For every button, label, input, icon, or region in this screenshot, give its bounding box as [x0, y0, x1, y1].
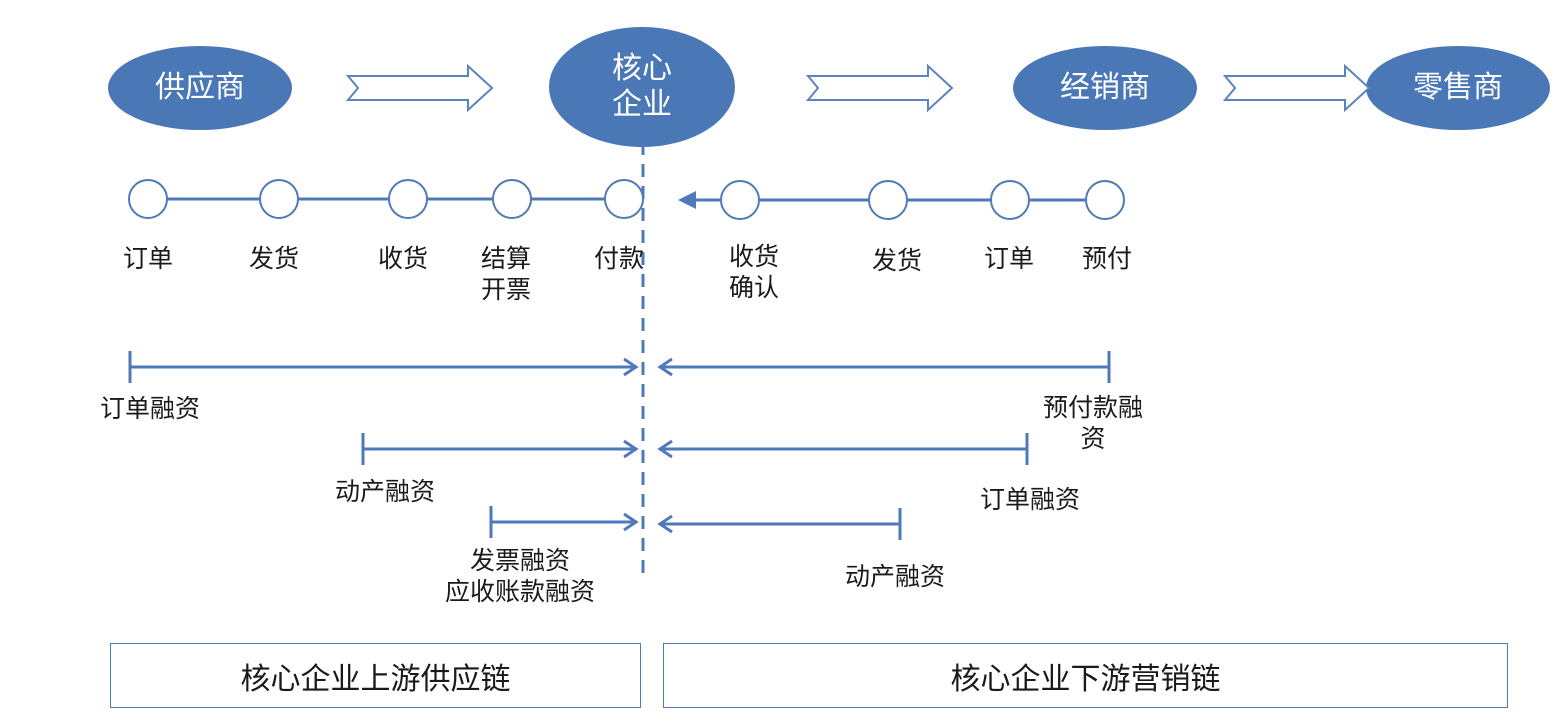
- supplier-ellipse: [108, 46, 292, 130]
- upstream-step-node: [388, 179, 428, 219]
- core-enterprise-label: 核心 企业: [549, 27, 735, 147]
- downstream-step-label: 订单: [983, 244, 1034, 273]
- distributor-ellipse: [1013, 46, 1197, 130]
- flow-arrow-core-to-distributor: [805, 63, 954, 113]
- distributor-label: 经销商: [1060, 70, 1150, 105]
- downstream-process-arrowhead: [678, 191, 696, 209]
- upstream-step-label: 发货: [248, 244, 299, 273]
- downstream-financing-span-order: [657, 433, 1029, 465]
- downstream-step-label: 收货确认: [728, 242, 779, 302]
- downstream-financing-label: 预付款融资: [1042, 393, 1143, 453]
- downstream-step-node: [990, 180, 1030, 220]
- upstream-chain-label: 核心企业上游供应链: [240, 661, 511, 697]
- upstream-step-label: 结算开票: [480, 244, 531, 304]
- upstream-step-node: [492, 179, 532, 219]
- core-enterprise-ellipse: [549, 27, 735, 147]
- downstream-step-node: [720, 180, 760, 220]
- flow-arrow-distributor-to-retailer: [1222, 63, 1371, 113]
- core-label-line2: 企业: [612, 87, 672, 122]
- core-label-line1: 核心: [612, 51, 672, 86]
- downstream-chain-label: 核心企业下游营销链: [950, 661, 1221, 697]
- upstream-step-label: 收货: [377, 244, 428, 273]
- flow-arrow-supplier-to-core: [345, 63, 494, 113]
- upstream-financing-label: 订单融资: [99, 394, 200, 423]
- upstream-step-node: [604, 179, 644, 219]
- upstream-step-node: [128, 179, 168, 219]
- upstream-financing-label: 发票融资应收账款融资: [444, 546, 595, 606]
- downstream-step-label: 发货: [871, 246, 922, 275]
- retailer-label: 零售商: [1413, 70, 1503, 105]
- downstream-financing-label: 订单融资: [979, 485, 1080, 514]
- upstream-financing-label: 动产融资: [334, 477, 435, 506]
- downstream-step-label: 预付: [1081, 244, 1132, 273]
- supplier-label: 供应商: [155, 70, 245, 105]
- upstream-financing-span-invoice: [489, 506, 639, 538]
- downstream-step-node: [868, 180, 908, 220]
- upstream-chain-box: 核心企业上游供应链: [110, 643, 641, 708]
- upstream-step-label: 付款: [593, 244, 644, 273]
- downstream-chain-box: 核心企业下游营销链: [663, 643, 1508, 708]
- upstream-step-label: 订单: [122, 244, 173, 273]
- downstream-financing-span-movable: [657, 508, 902, 540]
- upstream-step-node: [259, 179, 299, 219]
- upstream-financing-span-movable: [361, 433, 639, 465]
- downstream-financing-label: 动产融资: [844, 562, 945, 591]
- retailer-ellipse: [1366, 46, 1550, 130]
- upstream-financing-span-order: [128, 351, 639, 383]
- downstream-step-node: [1085, 180, 1125, 220]
- downstream-financing-span-prepayment: [657, 351, 1111, 383]
